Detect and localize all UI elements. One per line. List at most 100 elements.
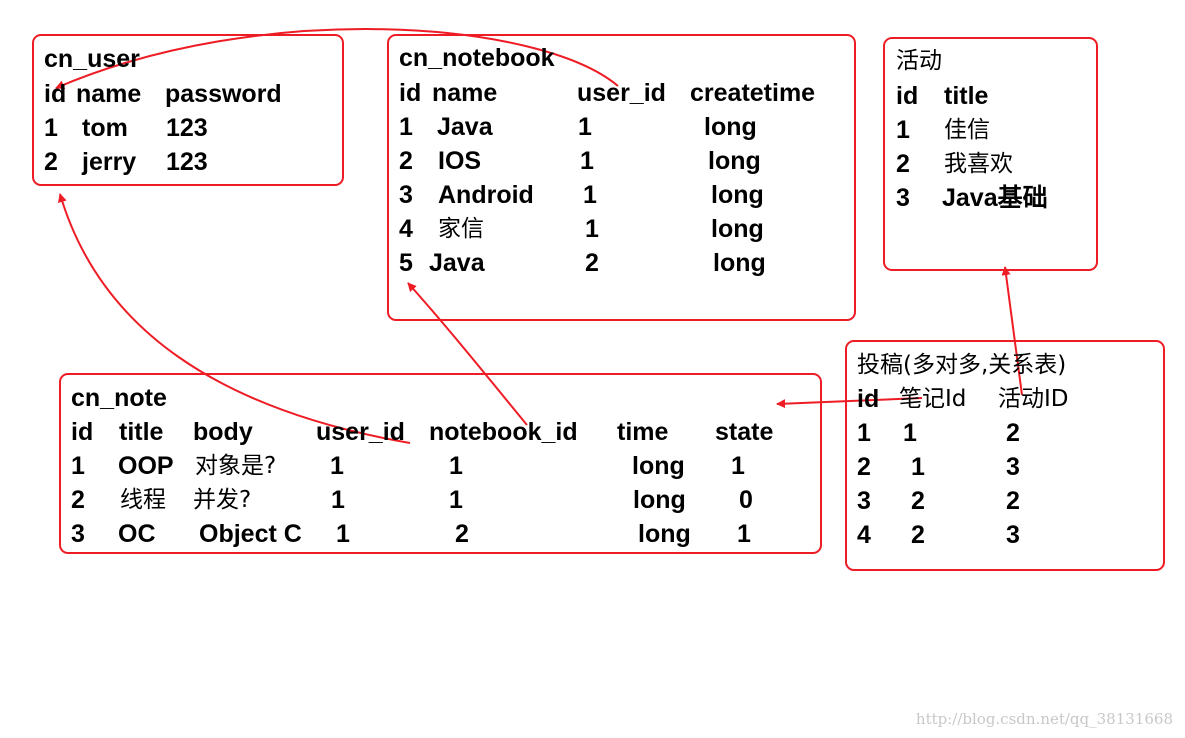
cell: long	[632, 452, 685, 480]
cell: 4	[399, 215, 413, 243]
cell: 2	[857, 453, 871, 481]
cell: 1	[449, 486, 463, 514]
arrow-submission-activity-to-activity-id	[1001, 266, 1023, 396]
cell: 3	[1006, 453, 1020, 481]
cell: 1	[449, 452, 463, 480]
cell: IOS	[438, 147, 482, 175]
col-note-id: 笔记Id	[899, 386, 967, 412]
cell: 2	[455, 520, 469, 548]
cell: 家信	[438, 216, 484, 242]
cell: 1	[583, 181, 597, 209]
cell: 2	[1006, 487, 1020, 515]
cell: 123	[166, 148, 208, 176]
cell: long	[638, 520, 691, 548]
table-cn-user	[32, 34, 344, 186]
col-user-id: user_id	[577, 79, 666, 107]
cell: 0	[739, 486, 753, 514]
cell: 2	[44, 148, 58, 176]
arrow-notebook-user-to-user-id	[55, 28, 619, 89]
cell: 3	[857, 487, 871, 515]
cell: 2	[399, 147, 413, 175]
cell: Android	[438, 181, 534, 209]
cell: 1	[44, 114, 58, 142]
col-state: state	[715, 418, 774, 446]
watermark-text: http://blog.csdn.net/qq_38131668	[915, 710, 1173, 728]
cell: 1	[903, 419, 917, 447]
cell: tom	[82, 114, 128, 142]
table-submission	[845, 340, 1165, 571]
table-title-submission: 投稿(多对多,关系表)	[857, 352, 1067, 378]
cell: 1	[585, 215, 599, 243]
table-title-cn-note: cn_note	[71, 384, 167, 412]
cell: long	[711, 215, 764, 243]
cell: long	[708, 147, 761, 175]
cell: 1	[399, 113, 413, 141]
col-body: body	[193, 418, 253, 446]
cell: jerry	[82, 148, 137, 176]
cell: 2	[911, 521, 925, 549]
col-title: title	[944, 82, 989, 110]
cell: 2	[585, 249, 599, 277]
cell: 2	[896, 150, 910, 178]
col-password: password	[165, 80, 282, 108]
col-createtime: createtime	[690, 79, 816, 107]
arrow-submission-note-to-note-id	[776, 397, 923, 409]
cell: long	[633, 486, 686, 514]
cell: 4	[857, 521, 871, 549]
col-id: id	[44, 80, 67, 108]
cell: 3	[1006, 521, 1020, 549]
cell: 123	[166, 114, 208, 142]
cell: Java	[429, 249, 485, 277]
table-activity	[883, 37, 1098, 271]
cell: 线程	[120, 487, 166, 513]
col-id: id	[71, 418, 94, 446]
col-id: id	[399, 79, 422, 107]
col-name: name	[76, 80, 142, 108]
table-title-cn-notebook: cn_notebook	[399, 44, 555, 72]
cell: 1	[731, 452, 745, 480]
cell: Object C	[199, 520, 302, 548]
col-activity-id: 活动ID	[998, 386, 1069, 412]
cell: 1	[71, 452, 85, 480]
col-title: title	[119, 418, 164, 446]
cell: 1	[336, 520, 350, 548]
cell: 对象是?	[195, 453, 277, 479]
cell: 5	[399, 249, 413, 277]
cell: OC	[118, 520, 156, 548]
col-user-id: user_id	[316, 418, 405, 446]
arrow-note-user-to-user-id	[57, 193, 411, 444]
cell: 1	[896, 116, 910, 144]
cell: long	[704, 113, 757, 141]
col-notebook-id: notebook_id	[429, 418, 578, 446]
cell: 2	[1006, 419, 1020, 447]
cell: long	[713, 249, 766, 277]
cell: 2	[71, 486, 85, 514]
cell: 1	[857, 419, 871, 447]
table-title-cn-user: cn_user	[44, 45, 140, 73]
cell: Java	[437, 113, 493, 141]
cell: 1	[330, 452, 344, 480]
cell: 1	[578, 113, 592, 141]
cell: 1	[911, 453, 925, 481]
cell: 1	[580, 147, 594, 175]
cell: 1	[737, 520, 751, 548]
cell: OOP	[118, 452, 174, 480]
cell: 并发?	[193, 487, 252, 513]
table-cn-note	[59, 373, 822, 554]
cell: 3	[71, 520, 85, 548]
cell: 3	[399, 181, 413, 209]
cell: 我喜欢	[944, 151, 1013, 177]
table-cn-notebook	[387, 34, 856, 321]
table-title-activity: 活动	[896, 48, 942, 74]
cell: 3	[896, 184, 910, 212]
cell: 2	[911, 487, 925, 515]
cell: Java基础	[942, 184, 1048, 212]
cell: long	[711, 181, 764, 209]
col-time: time	[617, 418, 669, 446]
arrow-note-notebook-to-notebook-id	[407, 282, 528, 426]
cell: 1	[331, 486, 345, 514]
col-name: name	[432, 79, 498, 107]
col-id: id	[857, 385, 880, 413]
col-id: id	[896, 82, 919, 110]
